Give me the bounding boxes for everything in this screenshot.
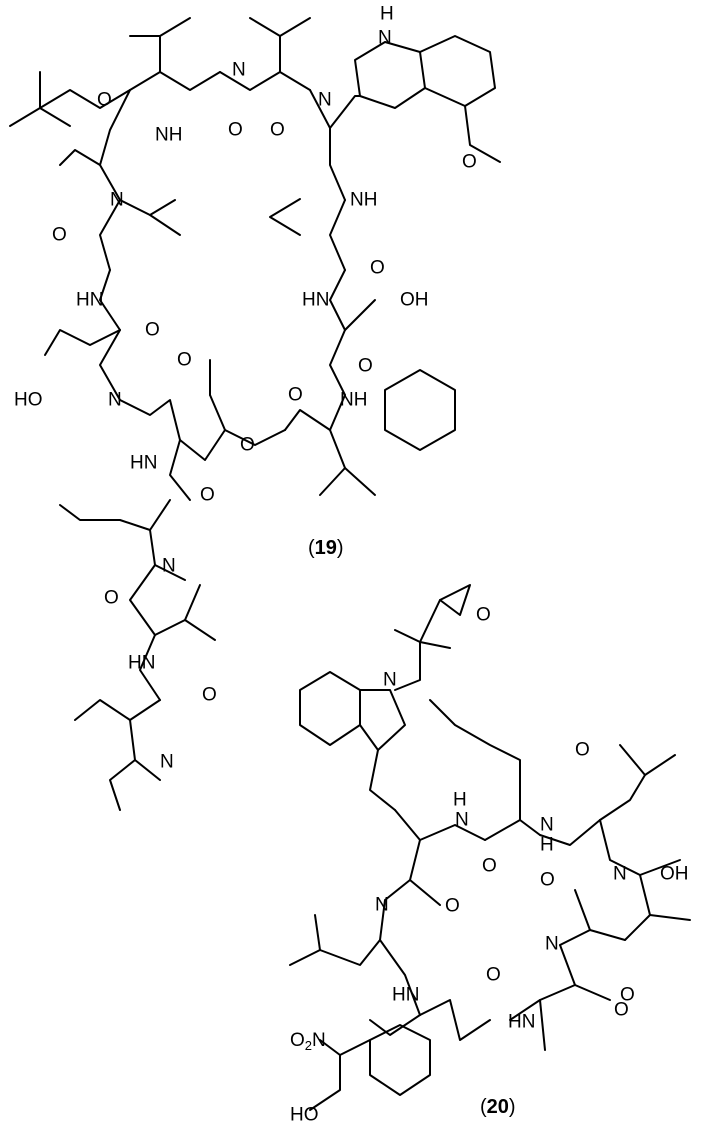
- atom-ho-left: HO: [14, 390, 43, 411]
- atom-hn-bot: HN: [392, 985, 419, 1006]
- atom-o-left2: O: [145, 320, 160, 341]
- compound-20-caption: (20): [480, 1096, 516, 1118]
- atom-n-me2: N: [375, 895, 389, 916]
- atom-no2-o: O: [290, 1030, 305, 1051]
- atom-o-ala: O: [614, 1000, 629, 1021]
- caption-19-close: ): [337, 537, 344, 559]
- caption-19-open: (: [308, 537, 315, 559]
- atom-o-pip: O: [540, 870, 555, 891]
- atom-n-me1: N: [545, 934, 559, 955]
- compound-19-structure: [9, 17, 501, 811]
- atom-nh-top1-h: H: [453, 790, 467, 811]
- atom-hn-left: HN: [76, 290, 103, 311]
- atom-n-term: N: [160, 752, 174, 773]
- atom-hn-chain2: HN: [128, 653, 155, 674]
- atom-n-chain1: N: [162, 556, 176, 577]
- atom-no2-sub: 2: [305, 1038, 312, 1053]
- atom-ome-o: O: [462, 152, 477, 173]
- atom-o-bot: O: [486, 965, 501, 986]
- atom-indole-n: N: [378, 28, 392, 49]
- atom-nh-top2-h: H: [540, 835, 554, 856]
- atom-o-leu: O: [445, 896, 460, 917]
- atom-indole-h: H: [380, 4, 394, 25]
- atom-o-est1: O: [288, 385, 303, 406]
- atom-n-left: N: [110, 190, 124, 211]
- caption-20-number: 20: [487, 1096, 509, 1118]
- compound-20-structure: [289, 584, 691, 1111]
- compound-19-atom-labels: NH N O O O N H N O N O NH HN O O HN OH O…: [14, 4, 477, 773]
- atom-n-top: N: [232, 60, 246, 81]
- atom-o-top1: O: [482, 856, 497, 877]
- atom-nh-a: NH: [155, 125, 182, 146]
- atom-ho-bot: HO: [290, 1105, 319, 1126]
- atom-o-chain3: O: [202, 685, 217, 706]
- svg-text:O2N: O2N: [290, 1030, 326, 1053]
- atom-oh-phe: OH: [400, 290, 429, 311]
- atom-n-indole: N: [383, 670, 397, 691]
- compound-19-caption: (19): [308, 537, 344, 559]
- atom-n-trp: N: [318, 90, 332, 111]
- compound-20-atom-labels: O N N H N H O O N OH O N O N O HN HN O O…: [290, 605, 689, 1126]
- atom-hn-ala: HN: [508, 1012, 535, 1033]
- svg-text:(20): (20): [480, 1096, 516, 1118]
- atom-nh-top1-n: N: [455, 810, 469, 831]
- atom-oh-pip: OH: [660, 864, 689, 885]
- atom-o-chain2: O: [104, 588, 119, 609]
- caption-19-number: 19: [315, 537, 337, 559]
- caption-20-open: (: [480, 1096, 487, 1118]
- atom-nh-d: NH: [350, 190, 377, 211]
- atom-o-chain1: O: [200, 485, 215, 506]
- atom-o-left3: O: [177, 350, 192, 371]
- atom-o-b: O: [228, 120, 243, 141]
- atom-nh-top2-n: N: [540, 815, 554, 836]
- atom-o-c: O: [270, 120, 285, 141]
- atom-epox-o: O: [476, 605, 491, 626]
- atom-o-top2: O: [575, 740, 590, 761]
- atom-n-left2: N: [108, 390, 122, 411]
- atom-o-left: O: [52, 225, 67, 246]
- atom-o-d: O: [370, 258, 385, 279]
- atom-nh-g: NH: [340, 390, 367, 411]
- svg-text:(19): (19): [308, 537, 344, 559]
- atom-o-a: O: [97, 90, 112, 111]
- atom-hn-chain1: HN: [130, 453, 157, 474]
- caption-20-close: ): [509, 1096, 516, 1118]
- atom-o-est2: O: [240, 435, 255, 456]
- atom-n-pip: N: [613, 864, 627, 885]
- atom-o-me1: O: [620, 985, 635, 1006]
- atom-no2-n: N: [312, 1030, 326, 1051]
- atom-o-phe: O: [358, 356, 373, 377]
- atom-hn-ring: HN: [302, 290, 329, 311]
